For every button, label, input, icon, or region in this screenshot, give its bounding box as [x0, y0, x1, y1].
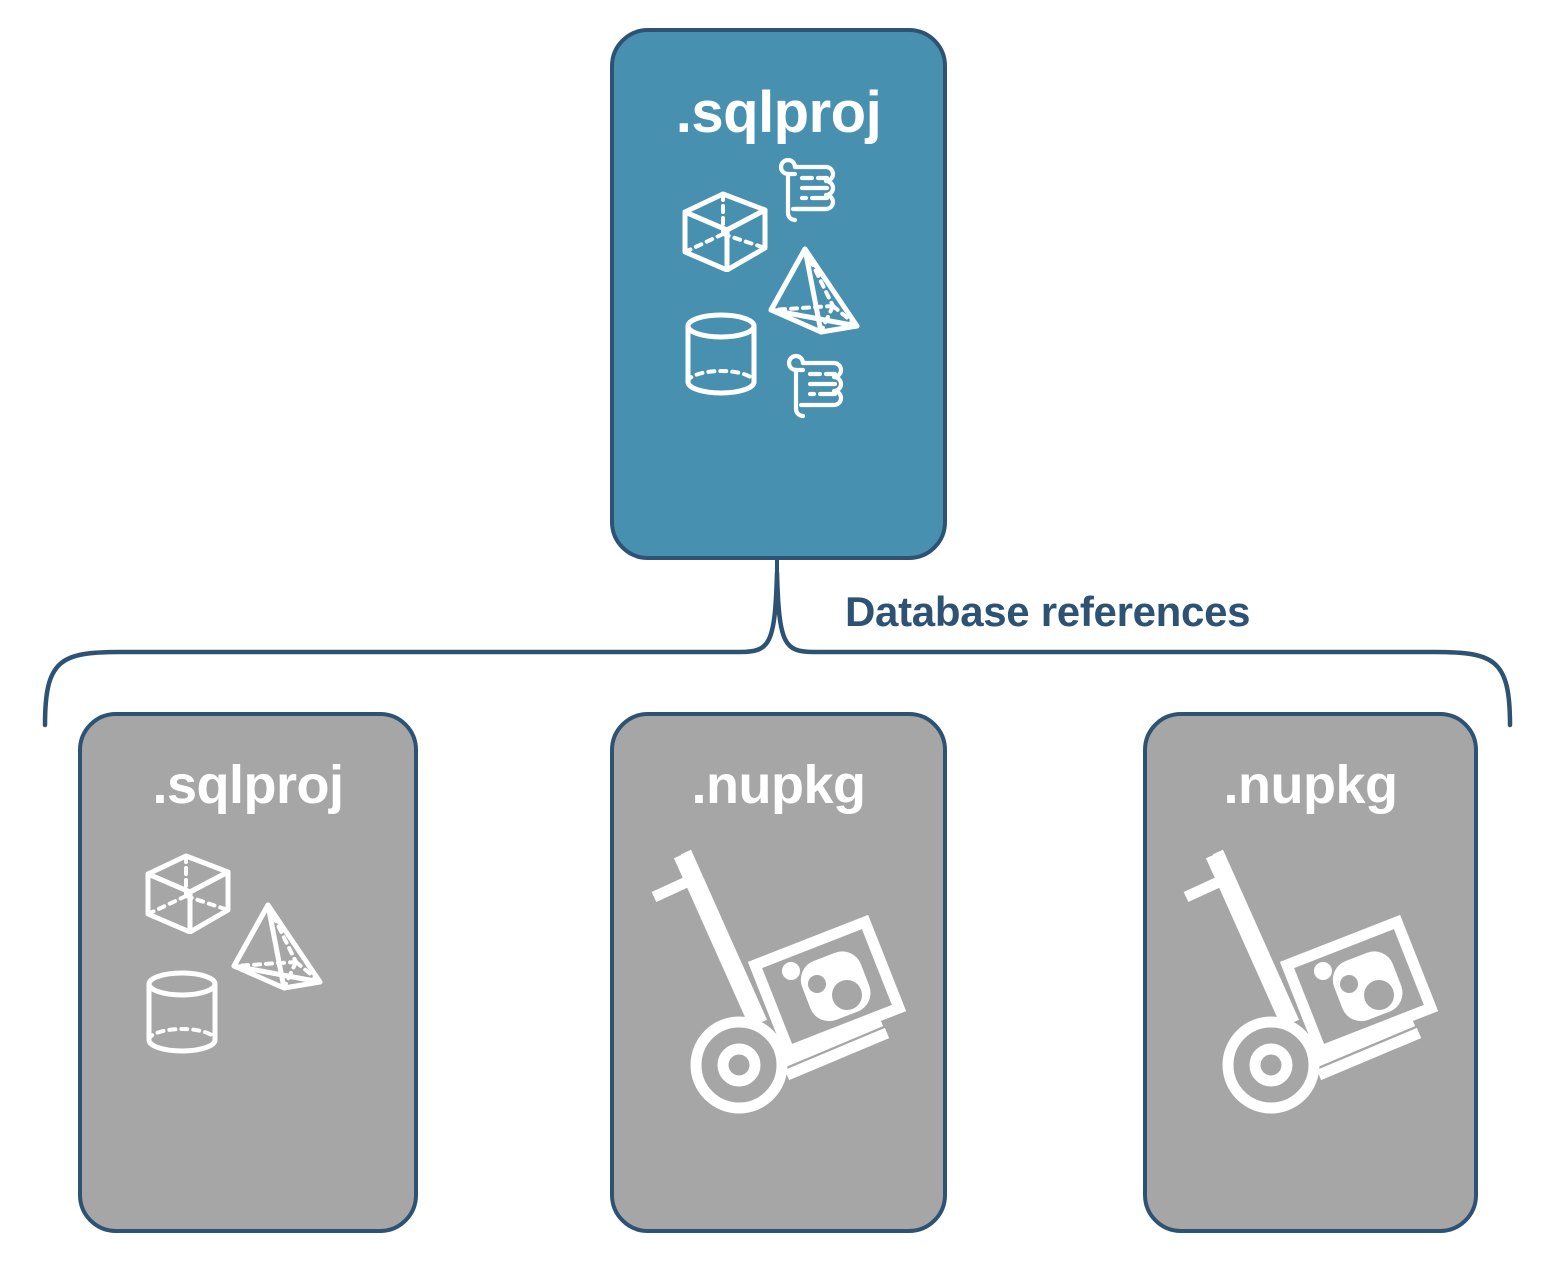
parent-card-label: .sqlproj	[675, 80, 882, 145]
pyramid-icon	[768, 246, 859, 335]
parent-card-icon-group	[649, 158, 909, 428]
pyramid-icon	[231, 902, 323, 991]
child-card-nupkg-2[interactable]: .nupkg	[1143, 712, 1478, 1233]
child-card-icon-group	[1161, 832, 1461, 1122]
child-card-sqlproj[interactable]: .sqlproj	[78, 712, 418, 1233]
child-card-nupkg-1[interactable]: .nupkg	[610, 712, 947, 1233]
child-card-icon-group	[128, 848, 368, 1088]
cube-icon	[145, 853, 231, 934]
nuget-hand-truck-icon	[651, 849, 906, 1114]
child-card-label: .nupkg	[691, 755, 866, 815]
nuget-hand-truck-icon	[1183, 849, 1438, 1114]
child-card-label: .sqlproj	[152, 755, 344, 815]
child-card-icon-group	[629, 832, 929, 1122]
brace-label: Database references	[845, 588, 1251, 635]
script-scroll-icon	[778, 158, 835, 223]
cylinder-icon	[685, 312, 756, 396]
cylinder-icon	[146, 970, 218, 1054]
script-scroll-icon	[786, 354, 843, 419]
cube-icon	[682, 191, 767, 272]
parent-card-sqlproj[interactable]: .sqlproj	[610, 28, 947, 560]
child-card-label: .nupkg	[1223, 755, 1398, 815]
